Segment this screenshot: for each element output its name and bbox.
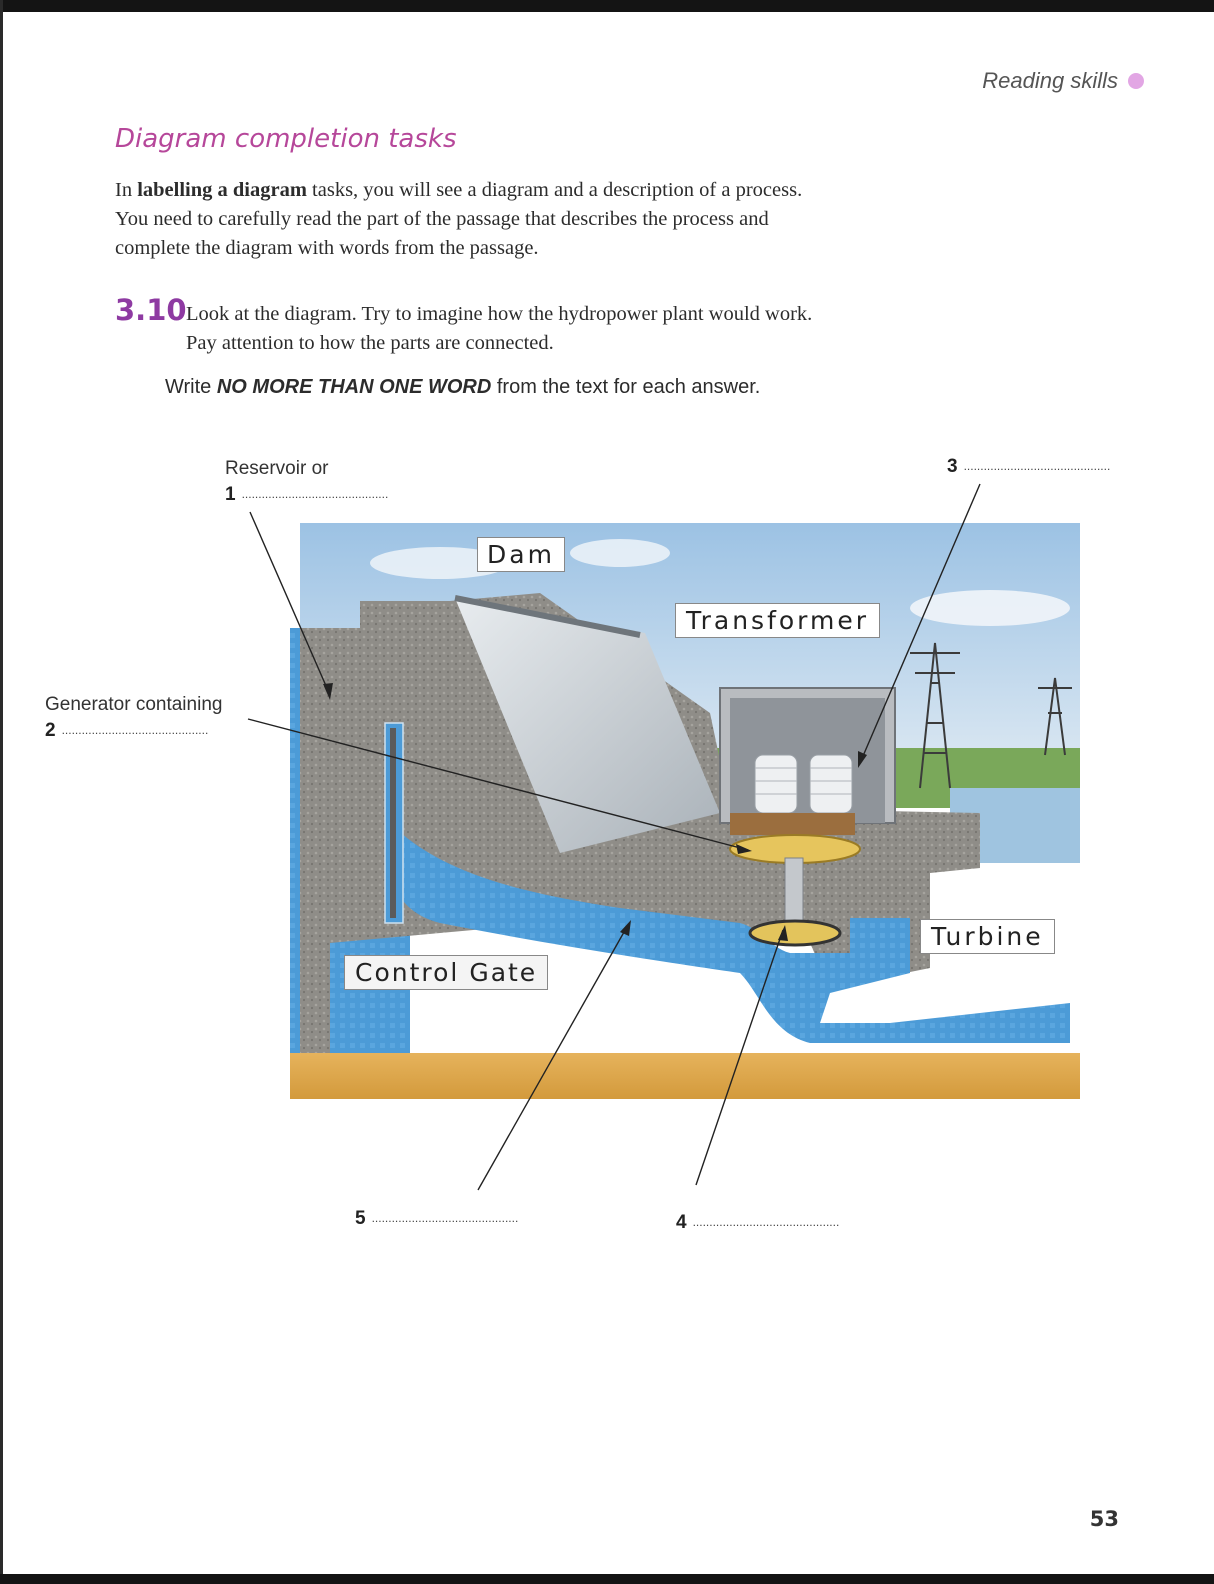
intro-paragraph: In labelling a diagram tasks, you will s…	[115, 176, 835, 263]
pylon-icon	[910, 642, 1072, 789]
arrowhead-1	[323, 683, 333, 700]
dam-structure	[300, 593, 980, 1083]
dam-face	[455, 598, 720, 853]
left-border	[0, 0, 3, 1584]
leader-line-2	[247, 718, 749, 851]
leader-line-4	[695, 929, 784, 1186]
intro-text-start: In	[115, 179, 138, 201]
bottom-border	[0, 1574, 1214, 1584]
answer-1-number: 1	[225, 484, 236, 505]
intro-text-end: tasks, you will see a diagram and a desc…	[115, 179, 803, 259]
answer-1: 1.......................................…	[225, 484, 388, 506]
circle-bullet-icon	[1128, 73, 1144, 89]
answer-5: 5.......................................…	[355, 1208, 518, 1230]
hydropower-diagram: Dam Transformer Control Gate Turbine	[290, 523, 1080, 1099]
page-number: 53	[1089, 1507, 1119, 1531]
arrowhead-2	[736, 844, 752, 854]
answer-2-blank[interactable]: ........................................…	[61, 723, 209, 737]
answer-2-number: 2	[45, 720, 56, 741]
generator-label: Generator containing	[45, 694, 223, 715]
answer-3-blank[interactable]: ........................................…	[963, 459, 1111, 473]
generator-housing	[730, 813, 855, 835]
running-header: Reading skills	[982, 68, 1144, 94]
label-transformer: Transformer	[675, 603, 881, 638]
arrowhead-4	[778, 925, 788, 941]
instruction-bold: NO MORE THAN ONE WORD	[216, 376, 492, 398]
answer-1-blank[interactable]: ........................................…	[241, 487, 389, 501]
answer-4-blank[interactable]: ........................................…	[692, 1215, 840, 1229]
running-header-title: Reading skills	[982, 68, 1118, 93]
ground	[290, 1053, 1080, 1099]
exercise-text: Look at the diagram. Try to imagine how …	[186, 303, 813, 354]
instruction-start: Write	[165, 376, 217, 398]
answer-3: 3.......................................…	[947, 456, 1110, 478]
label-control-gate: Control Gate	[344, 955, 549, 990]
top-border	[0, 0, 1214, 12]
penstock-water	[390, 823, 1070, 1043]
answer-5-blank[interactable]: ........................................…	[371, 1211, 519, 1225]
answer-3-number: 3	[947, 456, 958, 477]
intro-bold-term: labelling a diagram	[137, 179, 307, 201]
answer-5-number: 5	[355, 1208, 366, 1229]
arrowhead-3	[858, 751, 867, 768]
answer-4: 4.......................................…	[676, 1212, 839, 1234]
turbine-icon	[748, 919, 842, 947]
label-turbine: Turbine	[920, 919, 1055, 954]
instruction: Write NO MORE THAN ONE WORD from the tex…	[165, 376, 760, 399]
hydropower-illustration	[290, 523, 1080, 1099]
reservoir-label: Reservoir or	[225, 458, 329, 479]
exercise-number: 3.10	[115, 293, 187, 327]
answer-2: 2.......................................…	[45, 720, 208, 742]
answer-4-number: 4	[676, 1212, 687, 1233]
arrowhead-5	[620, 920, 631, 936]
label-dam: Dam	[477, 537, 565, 572]
instruction-end: from the text for each answer.	[491, 376, 761, 398]
transformer-coils	[754, 754, 853, 814]
leader-line-1	[249, 511, 331, 696]
leader-line-5	[477, 924, 629, 1191]
section-title: Diagram completion tasks	[115, 124, 457, 154]
leader-line-3	[859, 483, 981, 764]
